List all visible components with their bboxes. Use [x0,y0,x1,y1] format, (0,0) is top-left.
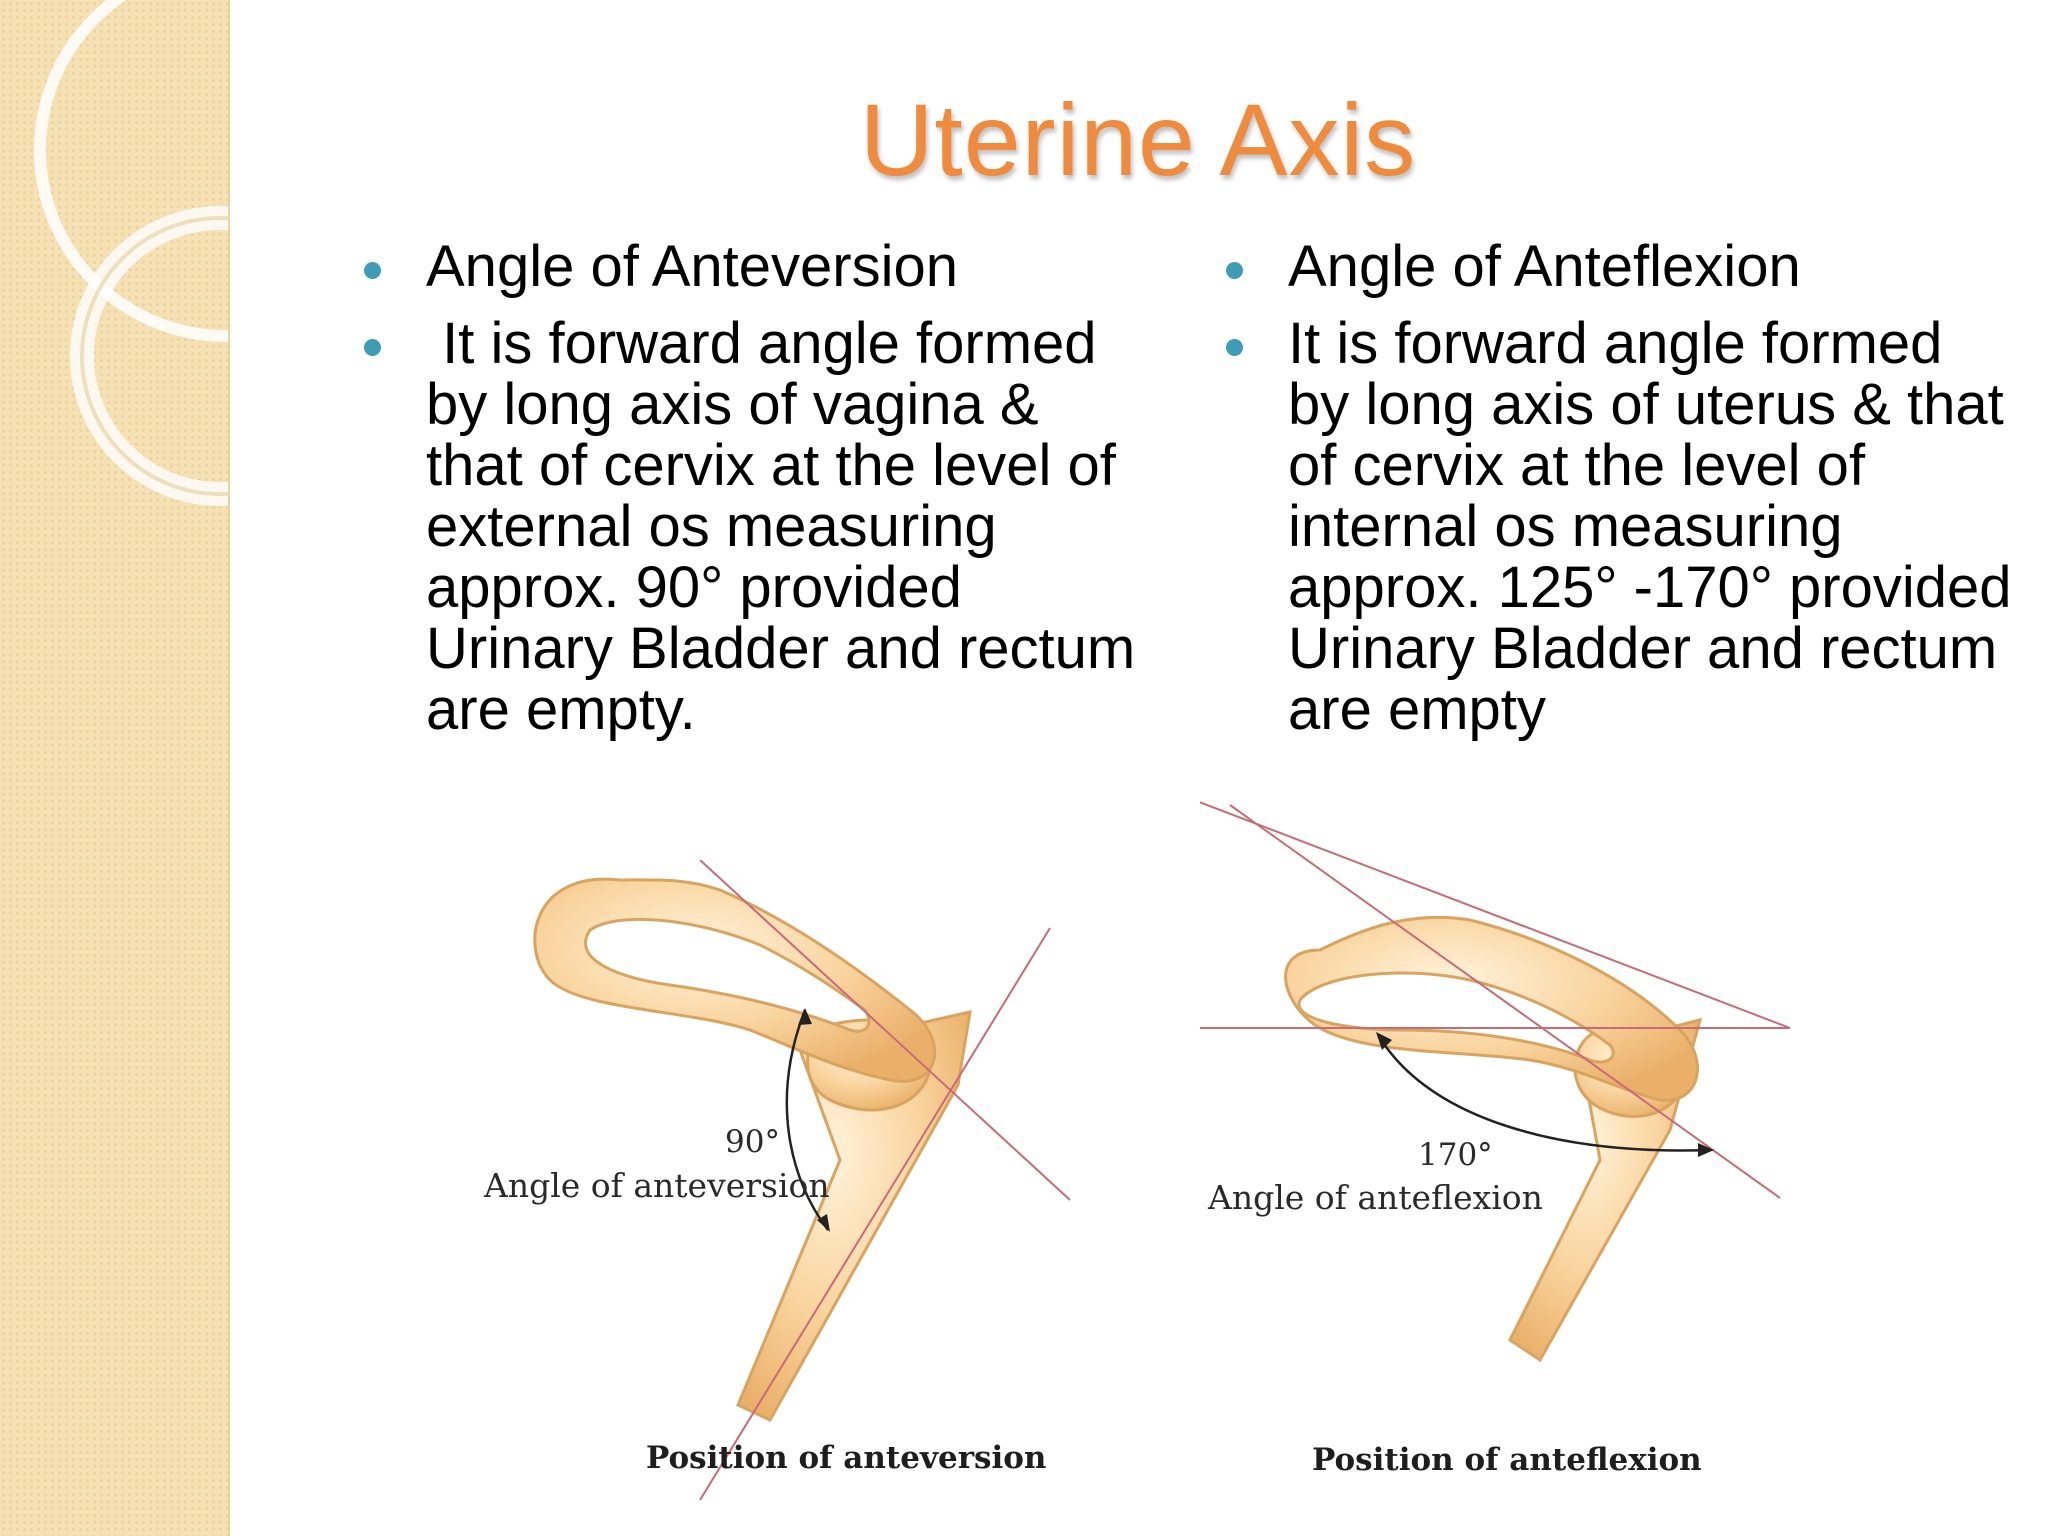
bullet-item-anteflexion-description: It is forward angle formed by long axis … [1218,313,2018,740]
anteversion-heading: Angle of Anteversion [426,234,959,299]
arc-arrowhead-top [798,1008,812,1025]
uterus-body-shape [533,877,937,1083]
left-bullet-list: Angle of Anteversion It is forward angle… [356,236,1146,756]
uterine-axis-line [1193,799,1791,1029]
anteversion-diagram [533,859,1071,1501]
anteversion-figure: 90° Angle of anteversion [470,859,1090,1501]
bullet-dot-icon [1226,339,1243,356]
bullet-item-anteflexion-heading: Angle of Anteflexion [1218,236,2018,297]
vaginal-axis-line [699,859,1071,1201]
anteversion-description: It is forward angle formed by long axis … [426,311,1152,742]
arc-arrowhead-left [1376,1032,1392,1050]
anteversion-angle-label: Angle of anteversion [484,1166,830,1205]
anteversion-caption: Position of anteversion [646,1440,1047,1476]
bullet-dot-icon [364,262,381,279]
bullet-dot-icon [1226,262,1243,279]
uterus-body-shape [1284,915,1699,1102]
decorative-side-strip [0,0,230,1536]
bullet-item-anteversion-heading: Angle of Anteversion [356,236,1146,297]
right-bullet-list: Angle of Anteflexion It is forward angle… [1218,236,2018,756]
arc-arrowhead-right [1698,1143,1714,1157]
vagina-canal-shape [736,1010,972,1422]
anteflexion-heading: Angle of Anteflexion [1288,234,1801,299]
anteflexion-description: It is forward angle formed by long axis … [1288,311,2012,742]
decorative-rings [34,0,228,506]
cervical-axis-line [1229,804,1781,1199]
bullet-item-anteversion-description: It is forward angle formed by long axis … [356,313,1146,740]
anteflexion-angle-value: 170° [1418,1137,1493,1173]
anteflexion-angle-label: Angle of anteflexion [1208,1178,1543,1217]
arc-arrowhead-bottom [817,1214,830,1232]
anteversion-angle-value: 90° [725,1124,780,1160]
anteflexion-caption: Position of anteflexion [1312,1442,1702,1478]
cervical-axis-line [699,927,1051,1501]
angle-arc [1376,1034,1711,1152]
slide-title: Uterine Axis [859,83,1417,197]
angle-arc [785,1009,829,1231]
anteflexion-figure: 170° Angle of anteflexion [1193,799,1820,1420]
bullet-dot-icon [364,339,381,356]
anteflexion-diagram [1193,799,1791,1363]
